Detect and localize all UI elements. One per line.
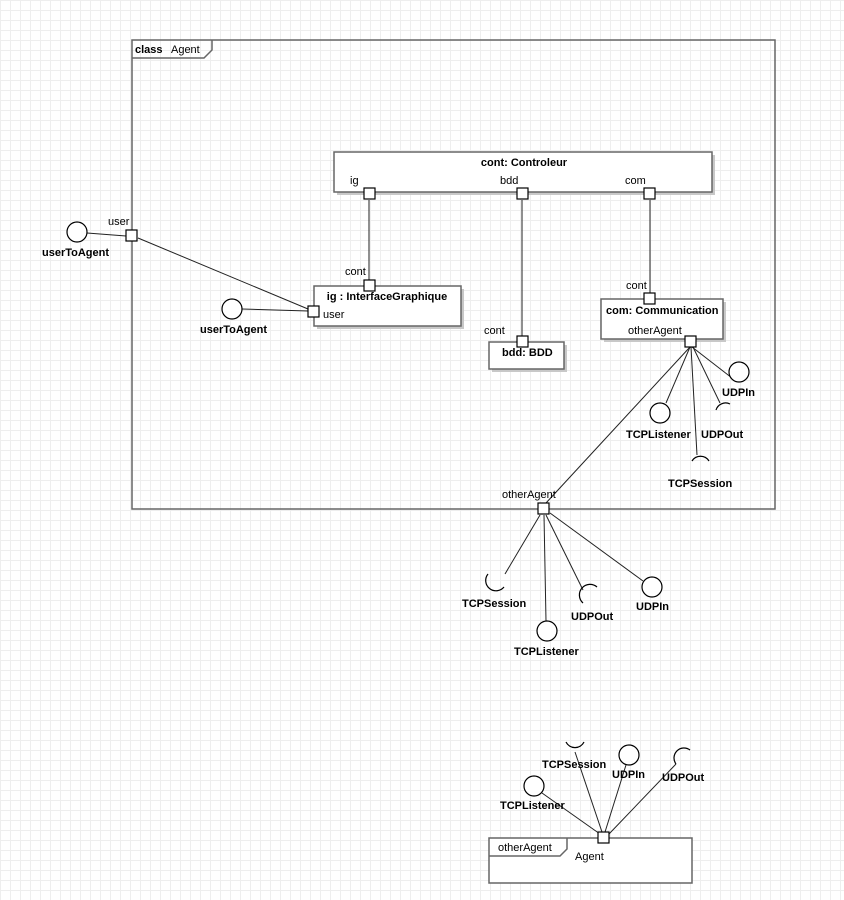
ports: user otherAgent: [108, 187, 697, 844]
interface-bottom-tcpsession-label: TCPSession: [542, 759, 606, 771]
controleur-box: [333, 151, 713, 193]
wire-com-udpout[interactable]: [692, 346, 721, 404]
wire-com-to-other-agent[interactable]: [545, 346, 691, 504]
wire-bottom-udpin[interactable]: [604, 764, 627, 833]
frame-tab: [132, 40, 213, 59]
interface-ext-udpout-socket[interactable]: [578, 583, 598, 604]
communication-port-other-label: otherAgent: [628, 325, 682, 337]
interface-user-to-agent-outer[interactable]: [66, 221, 88, 243]
other-agent-box: [488, 837, 693, 884]
interface-ext-tcplistener[interactable]: [536, 620, 558, 642]
interface-ext-tcpsession-label: TCPSession: [462, 598, 526, 610]
port-outer-user[interactable]: [125, 229, 138, 242]
wire-user-to-agent-inner[interactable]: [241, 308, 309, 312]
interfaces: userToAgent userToAgent UDPIn TCPListene…: [42, 221, 755, 812]
interface-com-tcpsession-socket[interactable]: [691, 455, 710, 462]
part-communication[interactable]: com: Communication cont otherAgent: [600, 280, 726, 342]
wire-outer-user-to-ig-user[interactable]: [137, 237, 309, 310]
interface-port-user-label: user: [323, 309, 345, 321]
frame-title: class Agent: [135, 40, 200, 57]
interface-com-tcpsession-label: TCPSession: [668, 478, 732, 490]
bdd-port-cont-label: cont: [484, 325, 505, 337]
interface-ext-tcpsession-socket[interactable]: [485, 573, 505, 592]
port-communication-other[interactable]: [684, 335, 697, 348]
frame-name: Agent: [171, 44, 200, 56]
frame-keyword: class: [135, 44, 163, 56]
port-outer-user-label: user: [108, 216, 130, 228]
port-communication-cont[interactable]: [643, 292, 656, 305]
interface-com-udpout-socket[interactable]: [715, 402, 731, 411]
interface-com-udpin-label: UDPIn: [722, 387, 755, 399]
port-outer-other-agent[interactable]: [537, 502, 550, 515]
wire-ext-udpin[interactable]: [549, 512, 644, 582]
communication-box: [600, 298, 724, 340]
wire-bottom-udpout[interactable]: [608, 763, 677, 835]
interface-title: ig : InterfaceGraphique: [327, 291, 447, 303]
interface-ext-tcplistener-label: TCPListener: [514, 646, 580, 658]
interface-com-tcplistener[interactable]: [649, 402, 671, 424]
port-other-agent-instance[interactable]: [597, 831, 610, 844]
connectors: [86, 200, 733, 835]
interface-ext-udpin[interactable]: [641, 576, 663, 598]
other-agent-instance[interactable]: otherAgent Agent: [488, 837, 693, 884]
interface-bottom-tcplistener[interactable]: [523, 775, 545, 797]
interface-ext-udpin-label: UDPIn: [636, 601, 669, 613]
interface-bottom-udpin[interactable]: [618, 744, 640, 766]
port-bdd-cont[interactable]: [516, 335, 529, 348]
wire-bottom-tcpsession[interactable]: [574, 751, 603, 833]
interface-user-to-agent-inner[interactable]: [221, 298, 243, 320]
wire-bottom-tcplistener[interactable]: [541, 792, 601, 835]
part-interface-graphique[interactable]: ig : InterfaceGraphique cont user: [313, 266, 464, 329]
interface-user-to-agent-inner-label: userToAgent: [200, 324, 267, 336]
port-controleur-ig[interactable]: [363, 187, 376, 200]
wire-com-tcpsession[interactable]: [690, 346, 698, 456]
controleur-port-bdd-label: bdd: [500, 175, 518, 187]
port-interface-user[interactable]: [307, 305, 320, 318]
interface-com-udpin[interactable]: [728, 361, 750, 383]
interface-bottom-tcplistener-label: TCPListener: [500, 800, 566, 812]
interface-com-udpout-label: UDPOut: [701, 429, 744, 441]
port-controleur-com[interactable]: [643, 187, 656, 200]
controleur-port-ig-label: ig: [350, 175, 359, 187]
wire-user-to-agent-outer[interactable]: [86, 232, 127, 237]
part-bdd[interactable]: bdd: BDD cont: [484, 325, 567, 372]
wire-ext-tcplistener[interactable]: [543, 514, 547, 622]
interface-bottom-udpin-label: UDPIn: [612, 769, 645, 781]
other-agent-tab-label: otherAgent: [498, 842, 552, 854]
wire-ext-udpout[interactable]: [545, 514, 584, 591]
communication-port-cont-label: cont: [626, 280, 647, 292]
bdd-title: bdd: BDD: [502, 347, 553, 359]
port-outer-other-agent-label: otherAgent: [502, 489, 556, 501]
port-interface-cont[interactable]: [363, 279, 376, 292]
interface-bottom-udpout-label: UDPOut: [662, 772, 705, 784]
wire-ext-tcpsession[interactable]: [504, 514, 541, 575]
communication-title: com: Communication: [606, 305, 719, 317]
other-agent-tab: [489, 838, 568, 857]
interface-bottom-udpout-socket[interactable]: [673, 747, 691, 765]
wire-com-udpin[interactable]: [691, 346, 733, 379]
other-agent-name: Agent: [575, 851, 604, 863]
controleur-port-com-label: com: [625, 175, 646, 187]
interface-port-cont-label: cont: [345, 266, 366, 278]
interface-box: [313, 285, 462, 327]
interface-user-to-agent-outer-label: userToAgent: [42, 247, 109, 259]
port-controleur-bdd[interactable]: [516, 187, 529, 200]
interface-bottom-tcpsession-socket[interactable]: [565, 741, 585, 749]
interface-ext-udpout-label: UDPOut: [571, 611, 614, 623]
interface-com-tcplistener-label: TCPListener: [626, 429, 692, 441]
class-agent-frame[interactable]: class Agent: [131, 39, 776, 510]
wire-com-tcplistener[interactable]: [665, 346, 691, 404]
frame-border: [131, 39, 776, 510]
controleur-title: cont: Controleur: [481, 157, 568, 169]
